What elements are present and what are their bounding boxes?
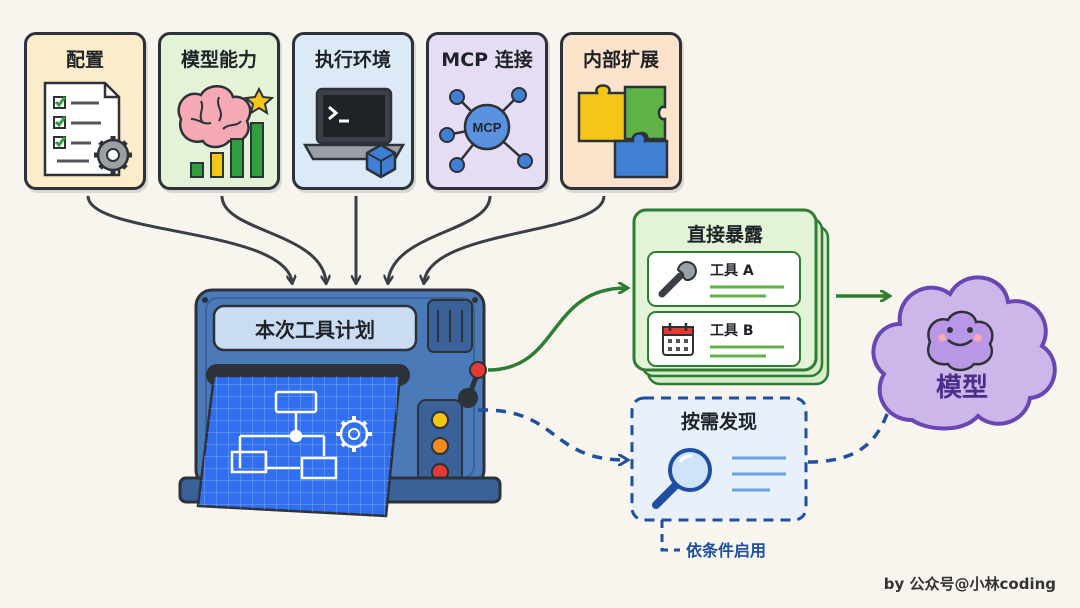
brain-chart-icon [177, 85, 275, 178]
on-demand-discovery-box: 按需发现 依条件启用 [630, 396, 808, 560]
tool-b-label: 工具 B [710, 323, 754, 339]
laptop-icon [302, 87, 406, 179]
source-card-title: 配置 [65, 49, 104, 71]
orange-light-icon [431, 437, 449, 455]
arrow-discover-to-model [807, 384, 898, 464]
direct-exposure-box: 直接暴露 工具 A 工具 B [632, 208, 830, 386]
source-card-model-capability: 模型能力 [158, 32, 280, 190]
arrow-mcp-to-machine [388, 195, 492, 282]
source-card-config: 配置 [24, 32, 146, 190]
mcp-badge-text: MCP [473, 120, 502, 135]
model-label: 模型 [936, 373, 988, 403]
tool-a-label: 工具 A [710, 263, 754, 279]
machine-title: 本次工具计划 [255, 318, 375, 342]
arrow-config-to-machine [86, 195, 292, 282]
model-cloud: 模型 [871, 275, 1057, 431]
yellow-light-icon [431, 411, 449, 429]
wrench-icon [658, 261, 697, 298]
discovery-condition-note: 依条件启用 [686, 541, 766, 560]
discovery-title: 按需发现 [681, 410, 757, 433]
tool-plan-machine: 本次工具计划 [178, 288, 502, 518]
calendar-icon [662, 323, 694, 356]
source-card-execution-env: 执行环境 [292, 32, 414, 190]
arrow-machine-to-discover [477, 408, 626, 460]
source-card-title: 内部扩展 [582, 49, 659, 71]
source-card-internal-extension: 内部扩展 [560, 32, 682, 190]
lever-knob-icon [469, 361, 487, 379]
source-card-title: MCP 连接 [441, 49, 533, 71]
source-card-mcp: MCP 连接 MCP [426, 32, 548, 190]
checklist-gear-icon [43, 81, 132, 177]
source-card-title: 执行环境 [314, 49, 391, 71]
mcp-network-icon: MCP [439, 87, 533, 173]
puzzle-icon [577, 84, 669, 179]
arrow-ext-to-machine [424, 195, 606, 282]
arrow-machine-to-direct [487, 288, 626, 372]
direct-exposure-title: 直接暴露 [687, 223, 764, 246]
source-card-title: 模型能力 [180, 49, 257, 71]
blueprint-gear-icon [336, 416, 372, 452]
smiling-brain-icon [927, 310, 994, 372]
arrow-capability-to-machine [220, 195, 326, 282]
bracket-discover-condition [660, 520, 680, 552]
author-credit: by 公众号@小林coding [883, 575, 1056, 593]
magnifier-icon [652, 448, 712, 509]
